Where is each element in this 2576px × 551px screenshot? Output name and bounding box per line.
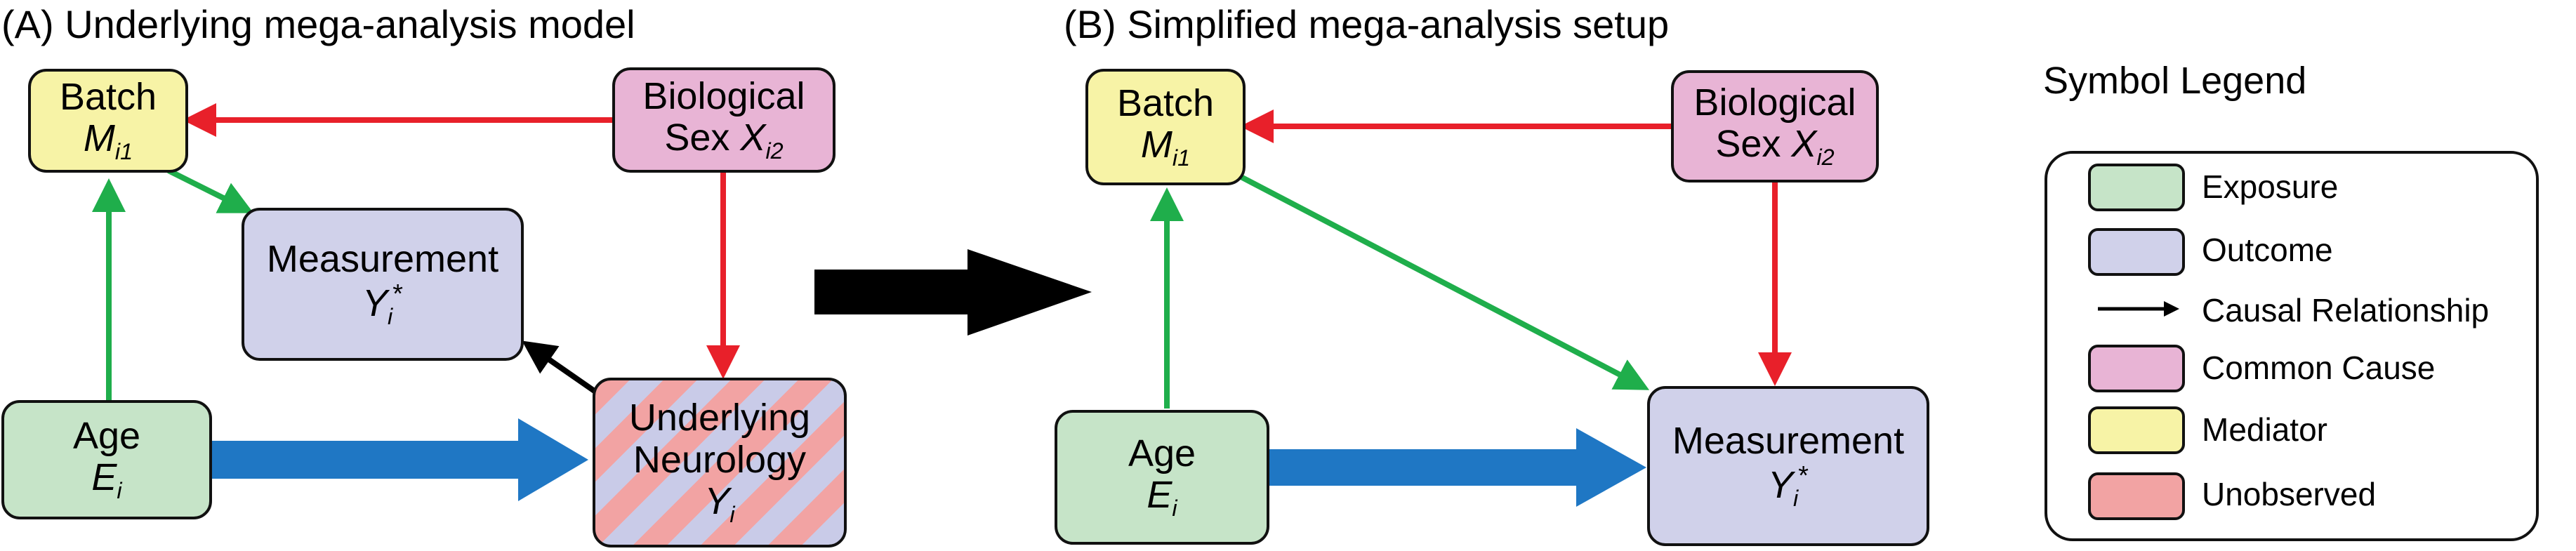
legend-label-causal: Causal Relationship: [2202, 292, 2490, 328]
age-label: Age: [1128, 432, 1196, 475]
batch-label: Batch: [1116, 82, 1215, 125]
underlying-neurology-node-a: Underlying Neurology Yi: [593, 378, 847, 547]
legend-label-exposure: Exposure: [2202, 168, 2339, 205]
sex-label-line1: Biological: [642, 75, 805, 118]
age-symbol: Ei: [91, 456, 122, 504]
sex-label-line1: Biological: [1693, 81, 1856, 124]
age-label: Age: [72, 415, 141, 458]
transition-arrow: [814, 249, 1092, 336]
legend-label-outcome: Outcome: [2202, 232, 2333, 268]
arrow-batch-to-measurement-a: [167, 168, 254, 213]
measurement-symbol: Yi*: [362, 279, 403, 330]
biological-sex-node-b: Biological Sex Xi2: [1671, 70, 1879, 182]
legend-box: Exposure Outcome Causal Relationship Com…: [2045, 151, 2539, 541]
panel-a-title: (A) Underlying mega-analysis model: [1, 2, 635, 46]
arrow-batch-to-measurement-b: [1233, 171, 1650, 390]
legend-label-unobserved: Unobserved: [2202, 476, 2377, 512]
sex-label-line2: Sex Xi2: [1715, 123, 1835, 171]
measurement-label: Measurement: [266, 238, 499, 281]
neurology-symbol: Yi: [704, 480, 735, 527]
batch-symbol: Mi1: [1140, 124, 1191, 171]
arrow-neurology-to-measurement-a: [522, 340, 597, 394]
panel-b-title: (B) Simplified mega-analysis setup: [1064, 2, 1670, 46]
batch-node-b: Batch Mi1: [1085, 69, 1246, 185]
legend-label-mediator: Mediator: [2202, 411, 2327, 448]
arrow-age-to-measurement-b: [1269, 428, 1646, 507]
legend-swatch-mediator: [2088, 406, 2185, 454]
arrow-age-to-neurology-a: [211, 418, 588, 501]
measurement-node-a: Measurement Yi*: [242, 208, 524, 361]
legend-swatch-exposure: [2088, 164, 2185, 211]
batch-node-a: Batch Mi1: [28, 69, 188, 173]
legend-title: Symbol Legend: [2043, 60, 2307, 102]
measurement-symbol: Yi*: [1768, 461, 1809, 512]
batch-symbol: Mi1: [83, 117, 133, 165]
age-node-b: Age Ei: [1055, 410, 1269, 545]
age-node-a: Age Ei: [1, 400, 212, 519]
batch-label: Batch: [59, 76, 157, 119]
age-symbol: Ei: [1147, 474, 1177, 522]
neurology-label-line2: Neurology: [633, 438, 807, 481]
legend-swatch-common-cause: [2088, 345, 2185, 392]
legend-swatch-outcome: [2088, 228, 2185, 276]
measurement-node-b: Measurement Yi*: [1647, 386, 1929, 546]
legend-label-common-cause: Common Cause: [2202, 350, 2436, 386]
biological-sex-node-a: Biological Sex Xi2: [612, 67, 835, 173]
measurement-label: Measurement: [1672, 420, 1905, 463]
neurology-label-line1: Underlying: [628, 397, 811, 439]
legend-swatch-unobserved: [2088, 472, 2185, 520]
sex-label-line2: Sex Xi2: [664, 117, 784, 164]
legend-arrow-icon: [2098, 301, 2179, 317]
